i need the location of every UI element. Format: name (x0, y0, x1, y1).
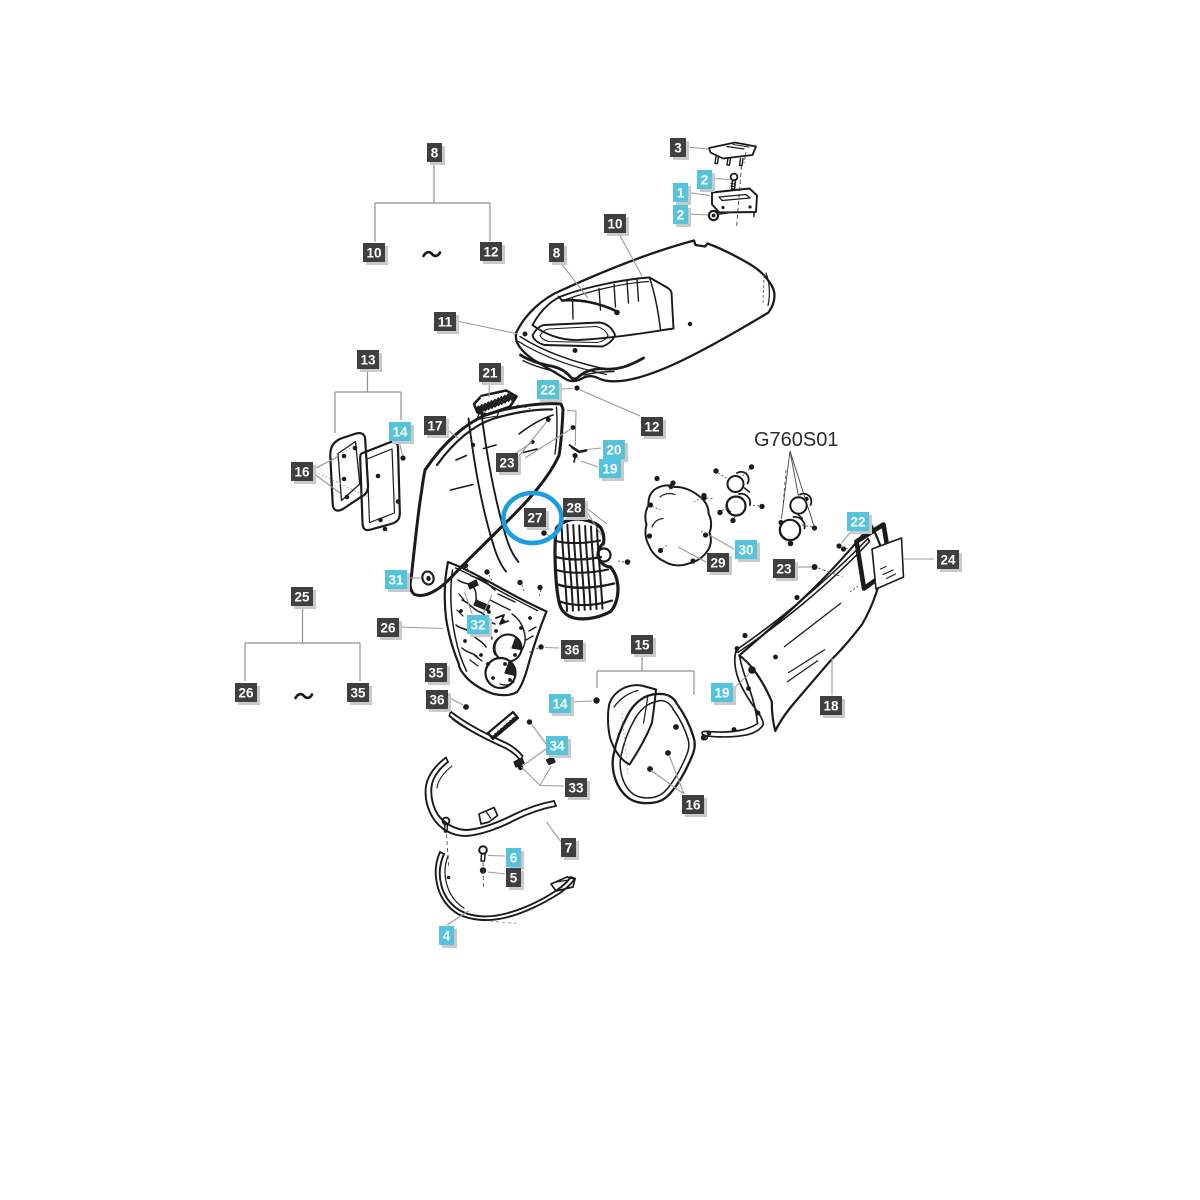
svg-text:19: 19 (714, 685, 729, 700)
svg-text:26: 26 (238, 685, 254, 700)
svg-text:24: 24 (940, 552, 956, 567)
svg-text:14: 14 (552, 696, 568, 711)
svg-text:14: 14 (392, 424, 408, 439)
svg-text:31: 31 (388, 572, 404, 587)
svg-text:8: 8 (553, 245, 561, 260)
svg-text:35: 35 (350, 685, 366, 700)
svg-text:36: 36 (429, 692, 445, 707)
svg-text:21: 21 (482, 365, 498, 380)
svg-text:36: 36 (564, 642, 580, 657)
svg-text:10: 10 (366, 245, 381, 260)
svg-text:27: 27 (527, 510, 542, 525)
svg-text:G760S01: G760S01 (754, 429, 839, 451)
svg-text:22: 22 (540, 382, 555, 397)
svg-text:7: 7 (565, 840, 573, 855)
svg-text:23: 23 (499, 455, 515, 470)
svg-text:8: 8 (431, 145, 439, 160)
svg-text:5: 5 (510, 870, 518, 885)
svg-text:22: 22 (850, 514, 865, 529)
svg-text:16: 16 (294, 464, 310, 479)
svg-text:1: 1 (677, 185, 685, 200)
svg-text:2: 2 (677, 207, 685, 222)
svg-text:2: 2 (701, 172, 709, 187)
svg-text:34: 34 (549, 738, 565, 753)
svg-text:12: 12 (644, 419, 659, 434)
svg-text:17: 17 (427, 418, 442, 433)
svg-text:18: 18 (823, 698, 839, 713)
svg-text:13: 13 (360, 352, 376, 367)
svg-text:25: 25 (294, 589, 310, 604)
svg-text:3: 3 (674, 140, 682, 155)
svg-text:29: 29 (710, 555, 725, 570)
svg-text:6: 6 (510, 850, 518, 865)
svg-text:26: 26 (380, 620, 396, 635)
svg-text:23: 23 (776, 561, 792, 576)
svg-text:33: 33 (568, 780, 584, 795)
svg-text:16: 16 (685, 797, 701, 812)
svg-text:30: 30 (738, 542, 753, 557)
svg-text:32: 32 (470, 617, 485, 632)
svg-text:12: 12 (483, 244, 498, 259)
svg-text:11: 11 (438, 314, 453, 329)
svg-text:4: 4 (443, 928, 451, 943)
svg-text:28: 28 (566, 500, 582, 515)
svg-text:19: 19 (602, 461, 617, 476)
svg-text:10: 10 (607, 216, 622, 231)
svg-text:15: 15 (634, 637, 650, 652)
svg-text:35: 35 (428, 665, 444, 680)
svg-text:20: 20 (606, 442, 621, 457)
